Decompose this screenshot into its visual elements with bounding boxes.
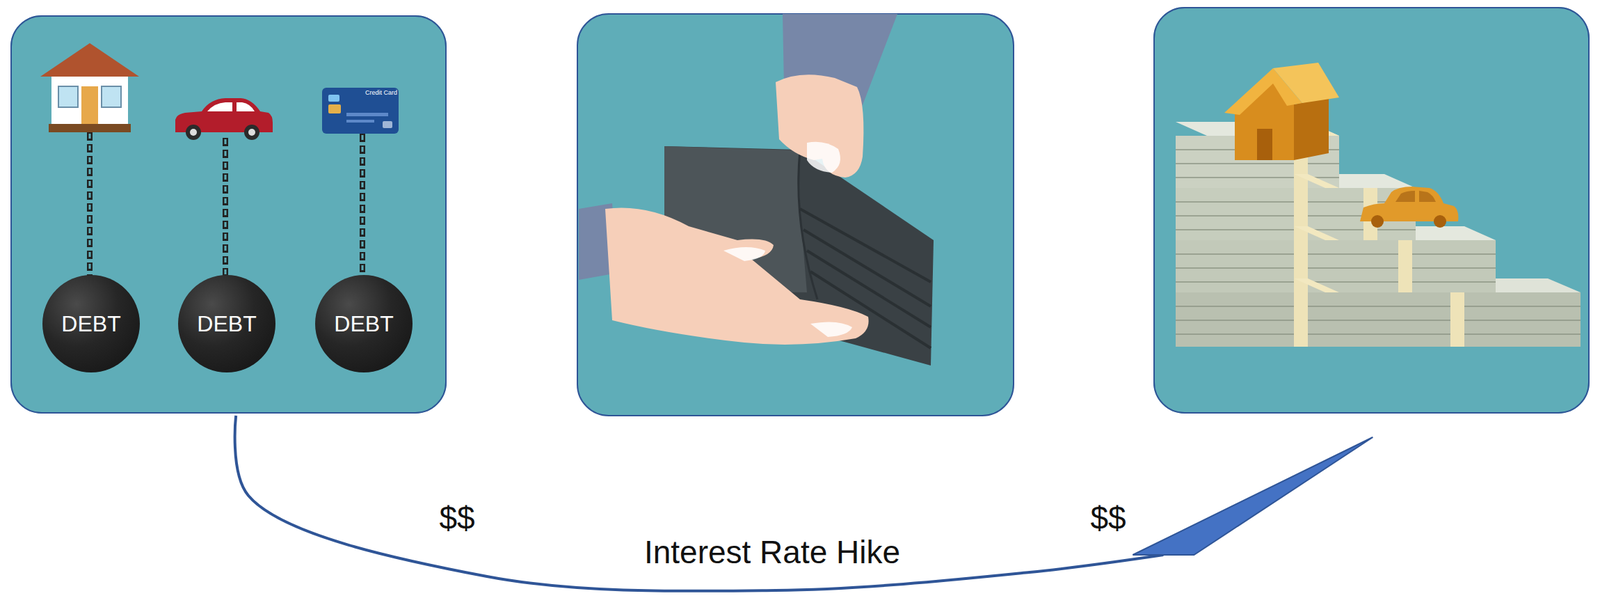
wallet-illustration [578, 13, 934, 366]
curved-arrow [235, 415, 1374, 591]
panel-box [1153, 6, 1590, 414]
credit-card-icon [322, 87, 399, 134]
panel-ground [577, 13, 1014, 416]
panel-ground [10, 15, 447, 414]
arrow-line [235, 415, 1164, 591]
arrow-head [1132, 436, 1373, 555]
node-label: DEBT [61, 310, 121, 337]
panel-box: DEBT DEBT DEBT [10, 15, 447, 414]
node-label: DEBT [196, 310, 256, 337]
card-text: Credit Card [365, 89, 398, 97]
node-label: DEBT [333, 310, 394, 337]
chain [89, 132, 363, 276]
debt-ball: DEBT [178, 274, 276, 373]
car-icon [175, 98, 273, 140]
panel-ground [1153, 6, 1590, 414]
debt-ball: DEBT [42, 274, 140, 373]
money-sign: $$ [1090, 500, 1126, 536]
money-sign: $$ [438, 500, 475, 536]
edge-label: Interest Rate Hike [641, 534, 903, 570]
money-stack-illustration [1175, 62, 1581, 347]
debt-ball: DEBT [315, 274, 413, 373]
house-icon [40, 43, 140, 133]
